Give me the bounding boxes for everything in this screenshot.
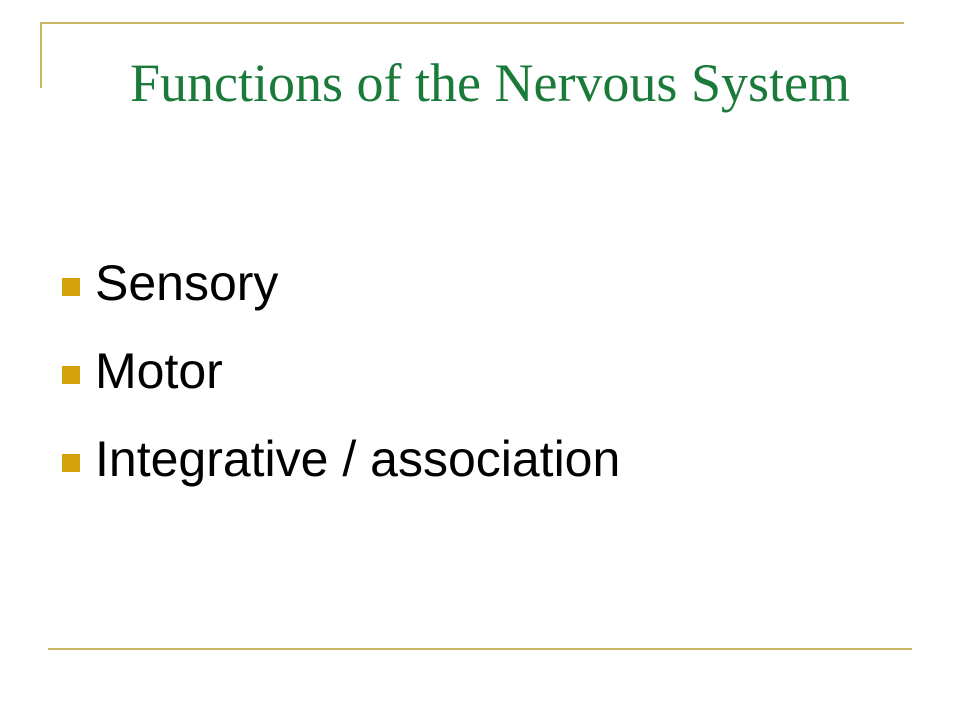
bullet-text: Motor [95, 343, 223, 399]
bullet-text: Integrative / association [95, 431, 621, 487]
top-rule [40, 22, 904, 24]
square-bullet-icon [62, 278, 80, 296]
bullet-item: Integrative / association [60, 416, 920, 504]
bottom-rule [48, 648, 912, 650]
square-bullet-icon [62, 366, 80, 384]
bullet-item: Sensory [60, 240, 920, 328]
slide-title: Functions of the Nervous System [130, 53, 850, 113]
bullet-item: Motor [60, 328, 920, 416]
bullet-text: Sensory [95, 255, 279, 311]
bullet-list: Sensory Motor Integrative / association [60, 240, 920, 504]
square-bullet-icon [62, 454, 80, 472]
left-rule [40, 22, 42, 88]
